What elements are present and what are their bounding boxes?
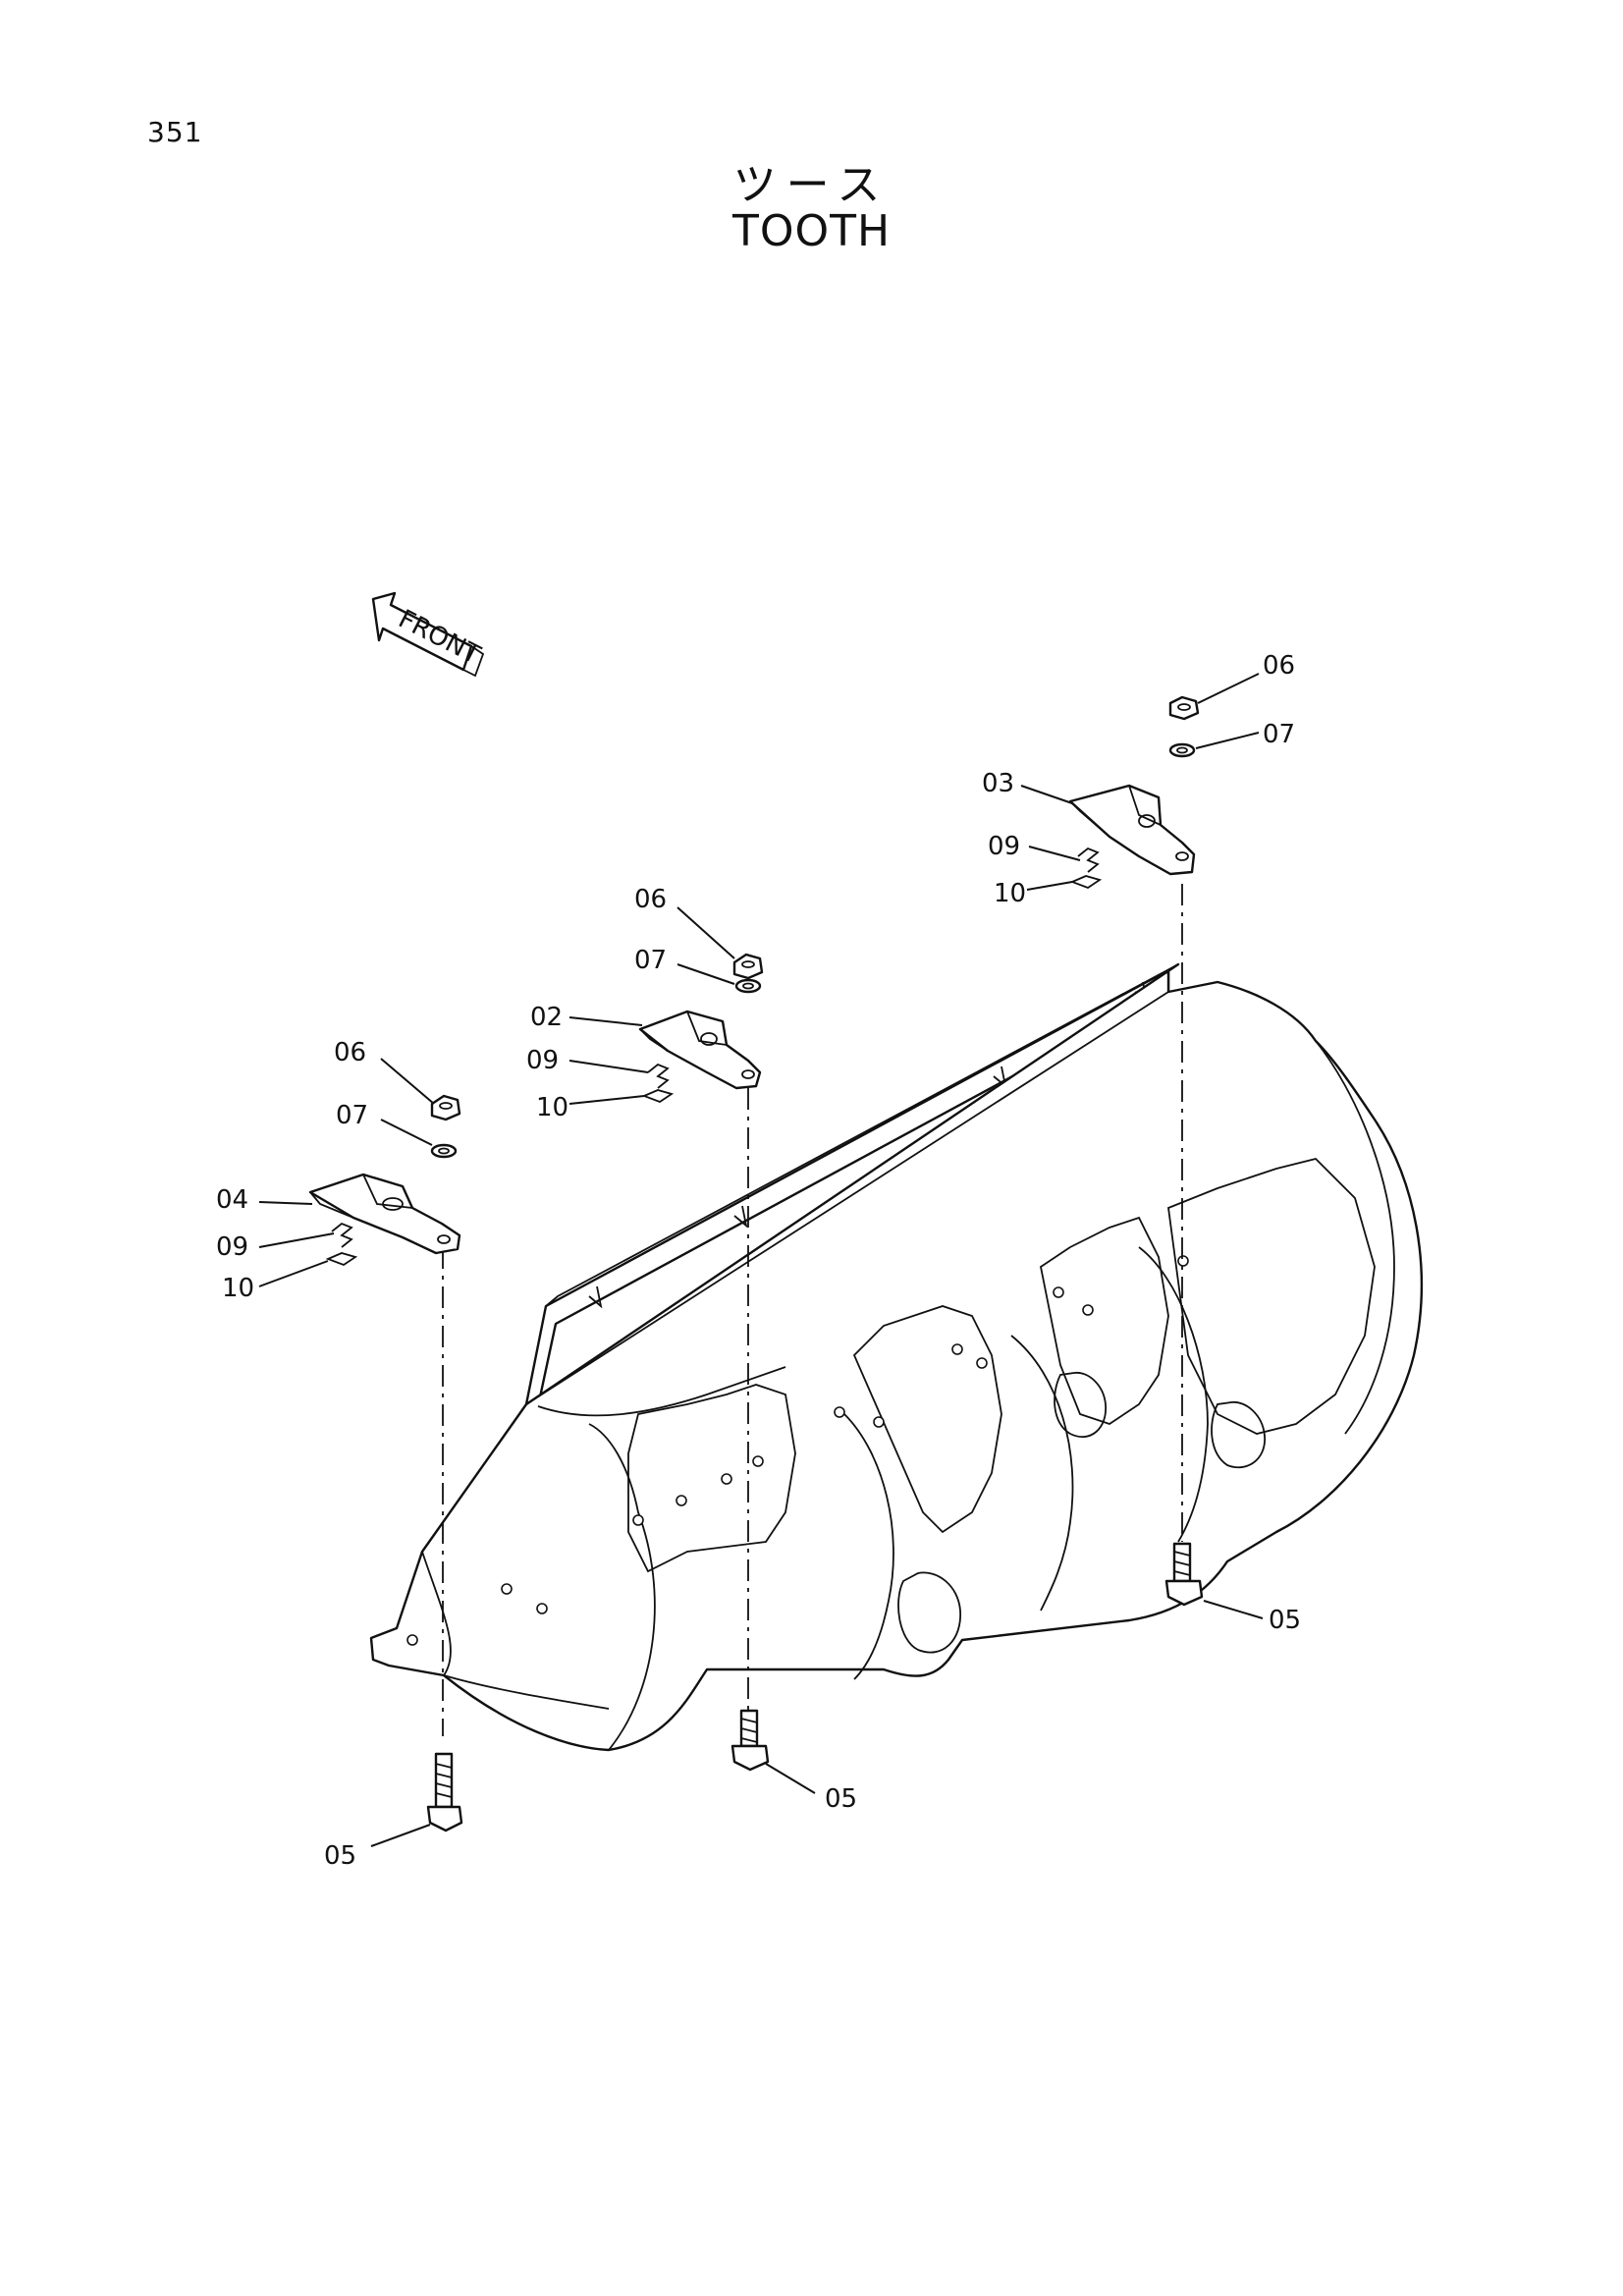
front-arrow-icon: [371, 591, 473, 672]
callout-middle-09: 09: [526, 1046, 559, 1075]
tooth-group-middle: [638, 953, 764, 1104]
bucket-rib-far-right: [1167, 1158, 1376, 1435]
lock-09-right: [1077, 847, 1100, 873]
lock-09-middle: [647, 1063, 670, 1089]
bolt-05-middle: [730, 1709, 770, 1772]
callout-bolt-middle-05: 05: [825, 1784, 857, 1814]
tooth-02-middle: [638, 1010, 762, 1090]
page-number: 351: [147, 116, 203, 148]
bolt-05-right: [1164, 1542, 1204, 1607]
callout-left-07: 07: [336, 1101, 368, 1130]
washer-07-right: [1168, 742, 1196, 758]
title-english: TOOTH: [731, 206, 892, 256]
front-arrow-label: FRONT: [394, 605, 485, 671]
leader-lines: [258, 673, 1264, 1847]
lock-09-left: [331, 1222, 353, 1248]
tooth-04-left: [308, 1173, 461, 1255]
tooth-group-left: [308, 1094, 461, 1267]
washer-07-left: [430, 1143, 458, 1159]
callout-right-07: 07: [1263, 720, 1295, 749]
tooth-group-right: [1068, 695, 1200, 890]
bucket-rib-center: [852, 1305, 1002, 1534]
bucket-lug-2: [1054, 1372, 1107, 1439]
bucket-shell: [369, 962, 1423, 1752]
callout-left-04: 04: [216, 1185, 248, 1215]
callout-middle-06: 06: [634, 885, 667, 914]
bucket-rib-right: [1039, 1216, 1169, 1425]
callout-labels: 06 07 03 09 10 06 07 02 09 10 06 07 04 0…: [216, 651, 1301, 1871]
callout-middle-07: 07: [634, 946, 667, 975]
bucket-lug-3: [1211, 1401, 1266, 1469]
callout-right-09: 09: [988, 832, 1020, 861]
front-arrow: FRONT: [371, 591, 485, 678]
callout-middle-02: 02: [530, 1003, 563, 1032]
callout-right-10: 10: [994, 879, 1026, 908]
bucket-lug-1: [897, 1571, 961, 1654]
callout-bolt-right-05: 05: [1269, 1606, 1301, 1635]
nut-06-right: [1168, 695, 1200, 721]
bucket-rib-left: [627, 1384, 796, 1573]
pin-10-middle: [641, 1089, 675, 1104]
callout-left-09: 09: [216, 1232, 248, 1262]
bucket-body: [369, 962, 1423, 1752]
washer-07-middle: [734, 978, 762, 994]
nut-06-left: [430, 1094, 461, 1121]
pin-10-right: [1069, 875, 1103, 890]
pin-10-left: [325, 1252, 358, 1267]
nut-06-middle: [732, 953, 764, 980]
callout-left-10: 10: [222, 1274, 254, 1303]
title-japanese: ツース: [732, 160, 891, 210]
callout-right-06: 06: [1263, 651, 1295, 681]
callout-bolt-left-05: 05: [324, 1841, 356, 1871]
callout-left-06: 06: [334, 1038, 366, 1067]
bolt-05-left: [426, 1752, 463, 1832]
tooth-03-right: [1068, 784, 1196, 876]
callout-middle-10: 10: [536, 1093, 568, 1122]
callout-right-03: 03: [982, 769, 1014, 798]
